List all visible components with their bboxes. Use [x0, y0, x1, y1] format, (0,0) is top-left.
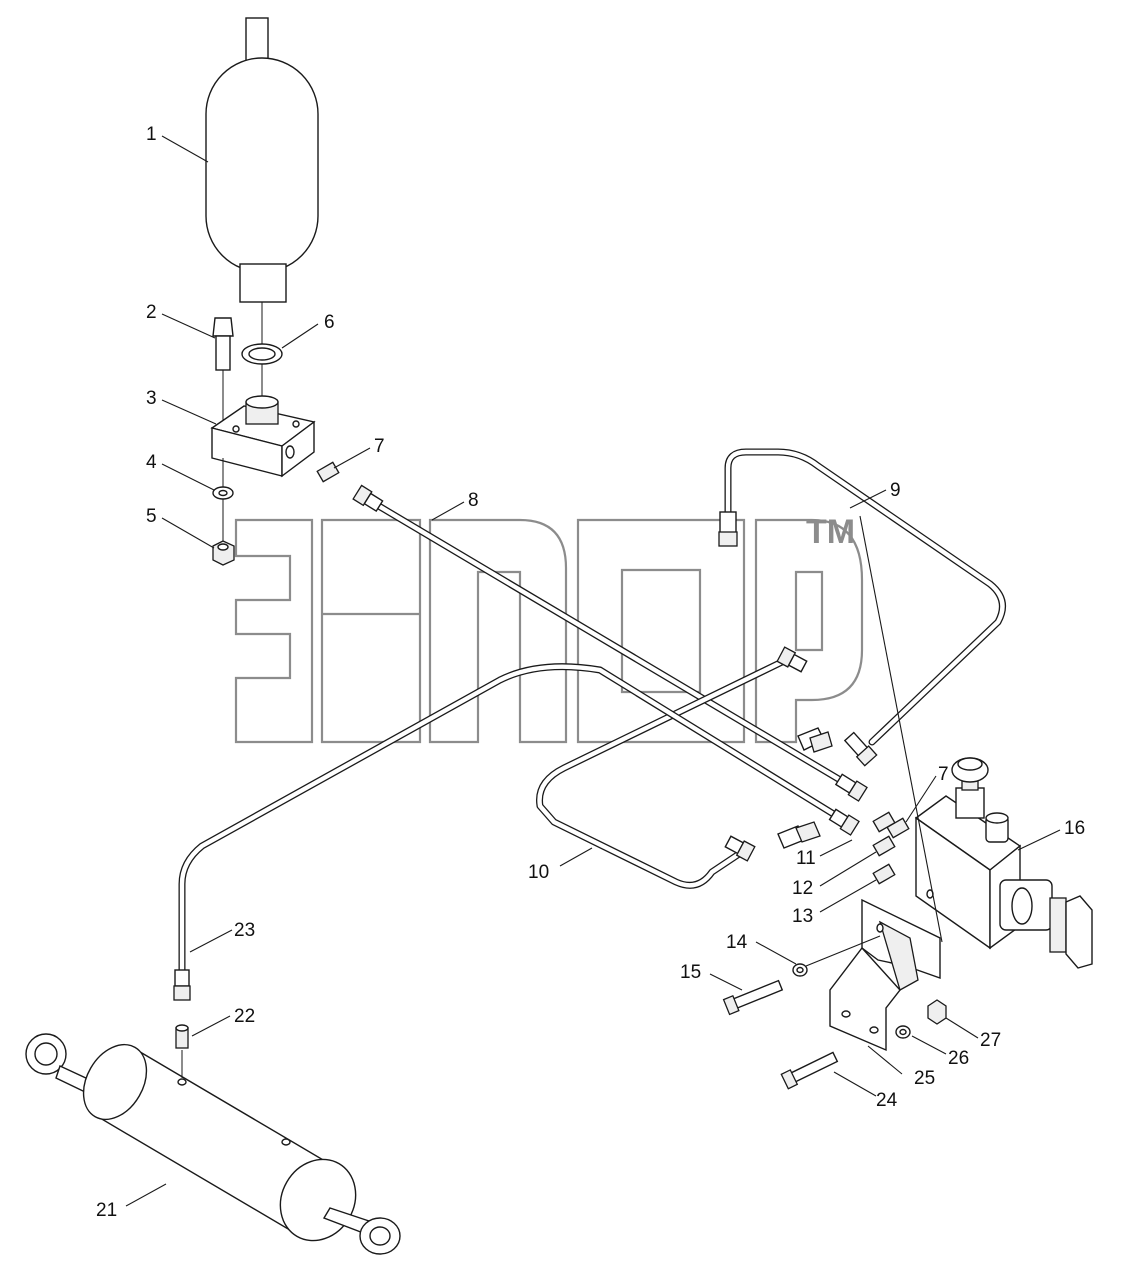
callout-25: 25	[914, 1068, 935, 1089]
fitting-11	[872, 811, 896, 833]
callout-2: 2	[146, 302, 157, 323]
leader-lines	[125, 135, 1061, 1207]
bolt-2	[212, 317, 234, 428]
hydraulic-cylinder-21	[25, 1033, 401, 1255]
callout-23: 23	[234, 920, 255, 941]
callout-9: 9	[890, 480, 901, 501]
elbow-fittings	[777, 727, 833, 849]
pipe-23	[178, 663, 844, 982]
accumulator-1	[205, 17, 319, 346]
pipe-8	[368, 498, 856, 791]
washer-14	[792, 963, 808, 977]
fitting-13	[872, 863, 896, 885]
watermark-logo: TM	[234, 513, 864, 744]
callout-6: 6	[324, 312, 335, 333]
washer-26	[895, 1025, 911, 1039]
valve-block-16	[914, 757, 1093, 969]
callout-16: 16	[1064, 818, 1085, 839]
manifold-block-3	[210, 395, 316, 478]
fitting-22	[175, 1024, 189, 1049]
hose-fittings	[173, 484, 878, 1001]
callout-15: 15	[680, 962, 701, 983]
bolt-15	[722, 979, 784, 1016]
nut-5	[212, 540, 235, 566]
callout-5: 5	[146, 506, 157, 527]
washer-4	[212, 458, 234, 544]
callout-7-valve: 7	[938, 764, 949, 785]
pipe-10	[536, 656, 790, 889]
callout-13: 13	[792, 906, 813, 927]
callout-24: 24	[876, 1090, 898, 1111]
adapter-7-block	[316, 461, 340, 483]
callout-27: 27	[980, 1030, 1001, 1051]
bolt-24	[780, 1051, 839, 1090]
callout-1: 1	[146, 124, 157, 145]
watermark-tm-text: TM	[806, 513, 855, 551]
callout-7-block: 7	[374, 436, 385, 457]
fitting-12	[872, 835, 896, 857]
callout-14: 14	[726, 932, 748, 953]
pipe-9	[724, 448, 1006, 746]
callout-12: 12	[792, 878, 813, 899]
callout-3: 3	[146, 388, 157, 409]
callout-21: 21	[96, 1200, 117, 1221]
o-ring-6	[241, 343, 283, 400]
callout-22: 22	[234, 1006, 255, 1027]
callout-11: 11	[796, 848, 816, 869]
callout-8: 8	[468, 490, 479, 511]
callout-4: 4	[146, 452, 157, 473]
callouts: 1 2 3 4 5 6 7 7 8 9 10 11 12 13 14 15 16…	[96, 124, 1085, 1221]
callout-26: 26	[948, 1048, 969, 1069]
callout-10: 10	[528, 862, 549, 883]
bracket-25	[829, 898, 941, 1052]
nut-27	[927, 999, 947, 1025]
